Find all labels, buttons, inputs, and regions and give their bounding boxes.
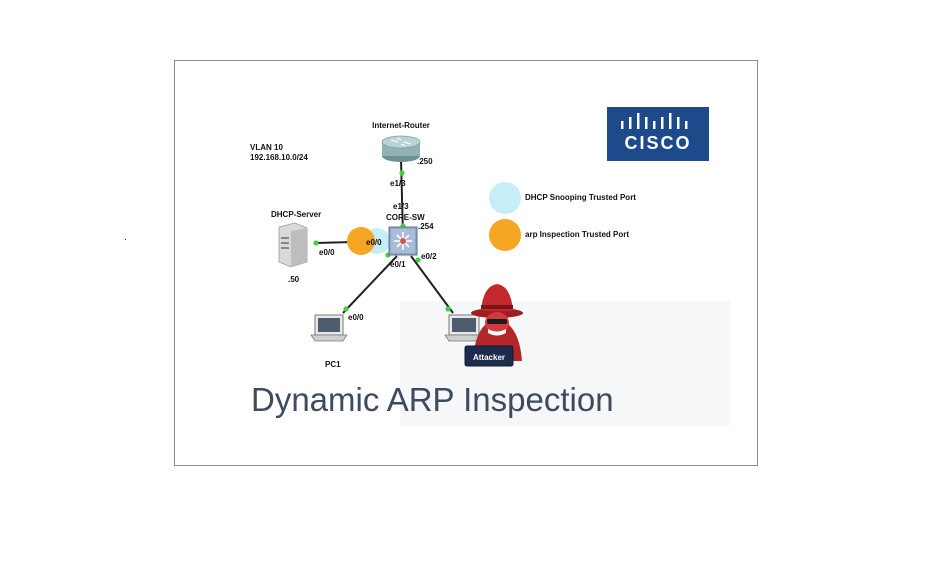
link-dot [445,306,451,312]
switch-icon [388,226,418,256]
diagram-frame: Attacker Internet-Router .250 e1/3 e1/3 … [174,60,758,466]
subnet-label: 192.168.10.0/24 [250,153,308,162]
attacker-laptop-icon [444,314,484,342]
legend-dhcp-swatch [489,182,521,214]
cisco-logo: CISCO [607,107,709,161]
attacker-label: Attacker [473,353,505,362]
cisco-bars-icon [621,113,688,129]
legend-arp-swatch [489,219,521,251]
legend-arp-label: arp Inspection Trusted Port [525,230,629,239]
router-name-label: Internet-Router [372,121,430,130]
network-diagram: Attacker Internet-Router .250 e1/3 e1/3 … [250,121,730,426]
router-icon [381,135,421,162]
vlan-label: VLAN 10 [250,143,283,152]
cisco-logo-text: CISCO [624,133,692,153]
link-dot [343,306,349,312]
link-dot [415,257,421,263]
link-switch-pc1 [342,255,398,314]
switch-uplink-port-label: e1/3 [393,202,409,211]
link-switch-attacker [410,255,454,314]
router-port-label: e1/3 [390,179,406,188]
diagram-title: Dynamic ARP Inspection [251,381,614,418]
link-dot [313,240,319,246]
link-dot [399,170,405,176]
server-ip-label: .50 [288,275,300,284]
pc1-laptop-icon [310,314,348,342]
switch-ip-label: .254 [418,222,434,231]
arp-trusted-marker [347,227,375,255]
server-port-label: e0/0 [319,248,335,257]
pc1-port-label: e0/0 [348,313,364,322]
router-ip-label: .250 [417,157,433,166]
attacker-badge [464,345,514,367]
switch-name-label: CORE-SW [386,213,425,222]
legend-dhcp-label: DHCP Snooping Trusted Port [525,193,636,202]
server-name-label: DHCP-Server [271,210,321,219]
server-icon [278,222,308,268]
pc1-name-label: PC1 [325,360,341,369]
stray-dot [125,239,126,240]
switch-server-port-label: e0/0 [366,238,382,247]
switch-attacker-port-label: e0/2 [421,252,437,261]
switch-pc-port-label: e0/1 [390,260,406,269]
